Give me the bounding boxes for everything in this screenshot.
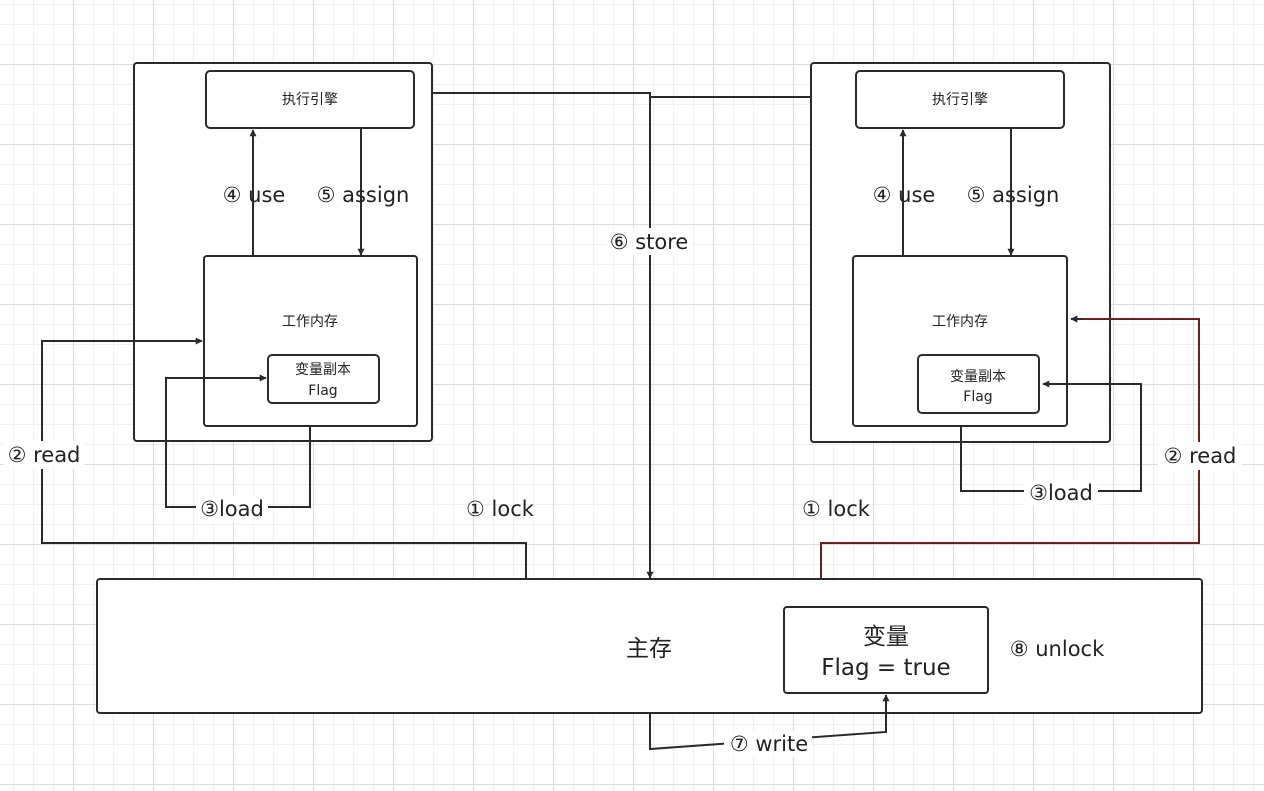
right-load-arrow <box>960 380 1142 492</box>
left-store-arrow <box>432 92 654 579</box>
right-read-label-bg <box>1158 442 1242 470</box>
left-lock-label: ① lock <box>466 497 535 521</box>
left-load-label: ③load <box>200 497 264 521</box>
right-working-memory-label: 工作内存 <box>932 314 988 330</box>
right-lock-label: ① lock <box>802 497 871 521</box>
left-use-label: ④ use <box>223 183 286 207</box>
left-assign-label: ⑤ assign <box>317 183 410 207</box>
right-variable-copy-label: 变量副本 <box>950 369 1006 385</box>
right-load-label-bg <box>1024 480 1098 506</box>
left-read-label: ② read <box>8 443 81 467</box>
main-variable-box <box>783 606 989 694</box>
left-working-memory-label: 工作内存 <box>282 314 338 330</box>
right-load-label: ③load <box>1029 481 1093 505</box>
main-memory-label: 主存 <box>626 636 672 662</box>
left-execution-engine-box <box>205 70 415 129</box>
write-label-bg <box>724 731 812 757</box>
left-load-label-bg <box>196 496 268 522</box>
right-variable-copy-flag: Flag <box>963 389 992 405</box>
right-read-line <box>820 318 1200 580</box>
left-variable-copy-label: 变量副本 <box>295 362 351 378</box>
right-assign-label: ⑤ assign <box>967 183 1060 207</box>
left-read-arrow <box>41 337 527 580</box>
left-variable-copy-flag: Flag <box>308 383 337 399</box>
write-label: ⑦ write <box>730 732 808 756</box>
store-label-bg <box>606 228 692 255</box>
right-variable-copy-box <box>917 354 1040 414</box>
main-variable-value: Flag = true <box>821 655 950 681</box>
unlock-label: ⑧ unlock <box>1010 637 1105 661</box>
left-read-label-bg <box>4 441 84 469</box>
right-execution-engine-label: 执行引擎 <box>932 92 988 108</box>
store-label: ⑥ store <box>610 230 689 254</box>
right-execution-engine-box <box>855 70 1065 129</box>
right-read-label: ② read <box>1164 444 1237 468</box>
main-variable-label: 变量 <box>863 624 909 650</box>
left-load-arrow <box>165 374 311 508</box>
left-execution-engine-label: 执行引擎 <box>282 92 338 108</box>
left-variable-copy-box <box>267 354 380 404</box>
right-use-label: ④ use <box>873 183 936 207</box>
